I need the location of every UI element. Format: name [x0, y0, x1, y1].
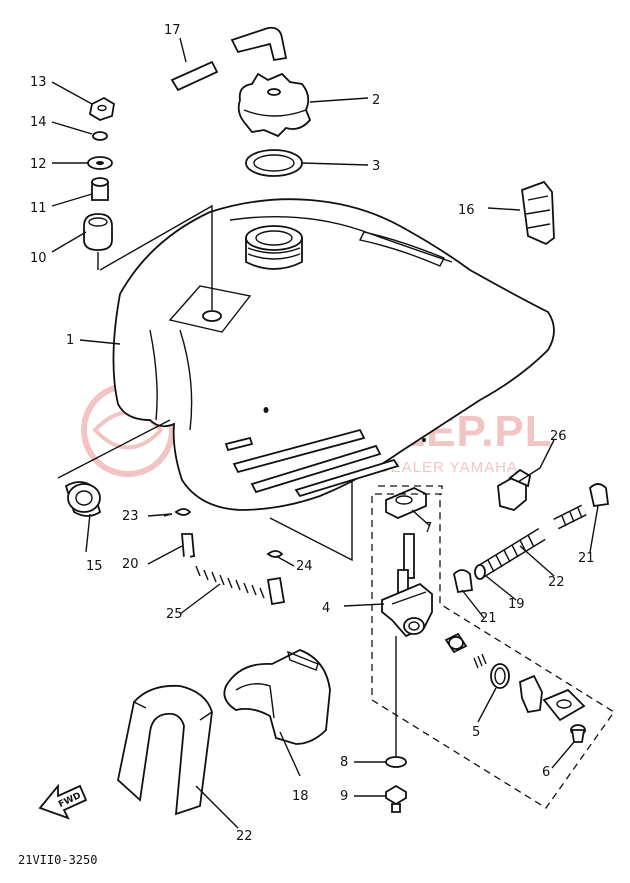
part-1-fuel-tank	[112, 198, 555, 511]
callout-19: 19	[508, 597, 525, 612]
part-23-pad	[117, 684, 213, 816]
callout-6: 6	[542, 765, 550, 780]
callout-7: 7	[424, 521, 432, 536]
callout-14: 14	[30, 115, 47, 130]
part-21-clamp-right	[589, 483, 610, 508]
part-13-nut	[88, 96, 115, 121]
callout-8: 8	[340, 755, 348, 770]
callout-22-upper: 23	[122, 509, 139, 524]
part-16-emblem	[521, 180, 555, 246]
callout-13: 13	[30, 75, 47, 90]
callout-21-right: 21	[578, 551, 595, 566]
part-22-clip-lower	[266, 550, 284, 558]
part-7-gasket	[385, 487, 427, 519]
callout-24: 22	[548, 575, 565, 590]
callout-3: 3	[372, 159, 380, 174]
part-8-washer	[385, 756, 407, 768]
callout-18: 18	[292, 789, 309, 804]
part-18-protector	[223, 649, 331, 745]
part-12-washer	[87, 156, 113, 170]
part-9-bolt	[385, 784, 407, 813]
callout-17: 17	[164, 23, 181, 38]
fwd-arrow-icon: FWD	[38, 783, 88, 820]
callout-labels: 17 2 3 13 14 12 11 10 1 16 26 15 23 20 2…	[30, 23, 595, 844]
fuel-cock-assembly-frame	[371, 485, 615, 809]
callout-20: 20	[122, 557, 139, 572]
callout-26: 26	[550, 429, 567, 444]
part-24-fuel-hose	[474, 504, 587, 580]
callout-4: 4	[322, 601, 330, 616]
callout-leaders	[51, 37, 599, 829]
callout-16: 16	[458, 203, 475, 218]
part-21-clamp-left	[453, 569, 474, 594]
callout-9: 9	[340, 789, 348, 804]
callout-2: 2	[372, 93, 380, 108]
part-11-collar	[91, 177, 109, 201]
part-17-breather-hose	[170, 26, 288, 92]
callout-5: 5	[472, 725, 480, 740]
callout-25: 25	[166, 607, 183, 622]
part-6-screw	[570, 724, 586, 743]
callout-15: 15	[86, 559, 103, 574]
callout-12: 12	[30, 157, 47, 172]
callout-22-lower: 24	[296, 559, 313, 574]
callout-23: 22	[236, 829, 253, 844]
damper-guide-line	[57, 419, 171, 479]
part-26-cover	[497, 468, 532, 511]
fuel-cock-internal-parts	[444, 632, 586, 722]
part-4-fuel-cock	[381, 533, 433, 638]
callout-21-left: 21	[480, 611, 497, 626]
callout-1: 1	[66, 333, 74, 348]
diagram-code: 21VII0-3250	[18, 853, 97, 867]
callout-11: 11	[30, 201, 47, 216]
cock-guide-line	[269, 480, 353, 562]
part-5-o-ring	[490, 663, 510, 689]
part-25-hose	[181, 533, 286, 606]
part-15-damper	[64, 481, 102, 517]
part-2-fuel-cap	[237, 72, 312, 138]
part-14-washer	[92, 131, 108, 141]
watermark-logo-inner	[92, 410, 164, 450]
part-10-damper	[83, 213, 113, 251]
callout-10: 10	[30, 251, 47, 266]
mount-guide-line	[99, 204, 213, 310]
